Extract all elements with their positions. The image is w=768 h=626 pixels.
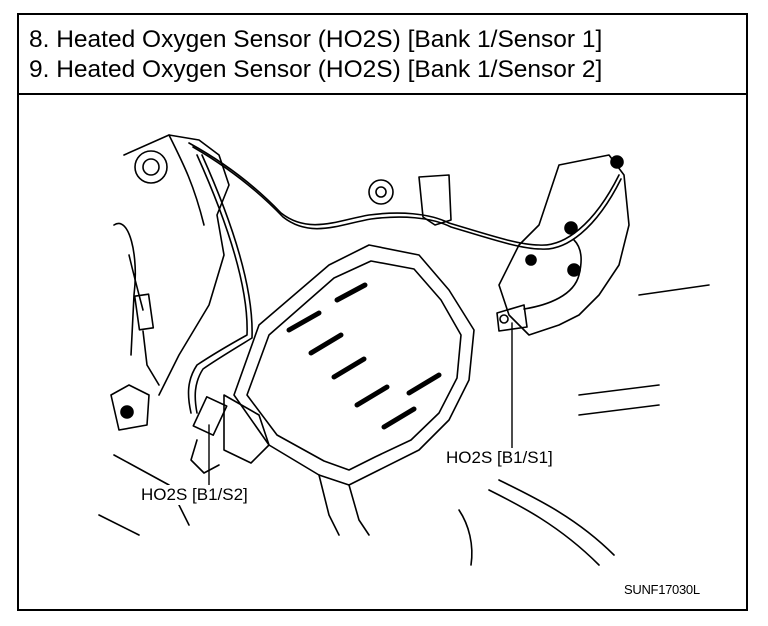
label-ho2s-b1-s1: HO2S [B1/S1] (444, 448, 555, 468)
header-line-sensor-1: 8. Heated Oxygen Sensor (HO2S) [Bank 1/S… (29, 26, 603, 53)
figure-frame: 8. Heated Oxygen Sensor (HO2S) [Bank 1/S… (17, 13, 748, 611)
engine-illustration (98, 134, 710, 566)
figure-code: SUNF17030L (624, 582, 700, 597)
wiring-harness-s2 (187, 154, 248, 414)
transaxle-housing (498, 154, 630, 336)
wiring-harness-upper (188, 142, 620, 246)
header-line-sensor-2: 9. Heated Oxygen Sensor (HO2S) [Bank 1/S… (29, 56, 603, 83)
figure-header: 8. Heated Oxygen Sensor (HO2S) [Bank 1/S… (19, 15, 746, 95)
engine-block-outline (123, 134, 230, 396)
label-ho2s-b1-s2: HO2S [B1/S2] (139, 485, 250, 505)
catalytic-converter (233, 244, 475, 486)
